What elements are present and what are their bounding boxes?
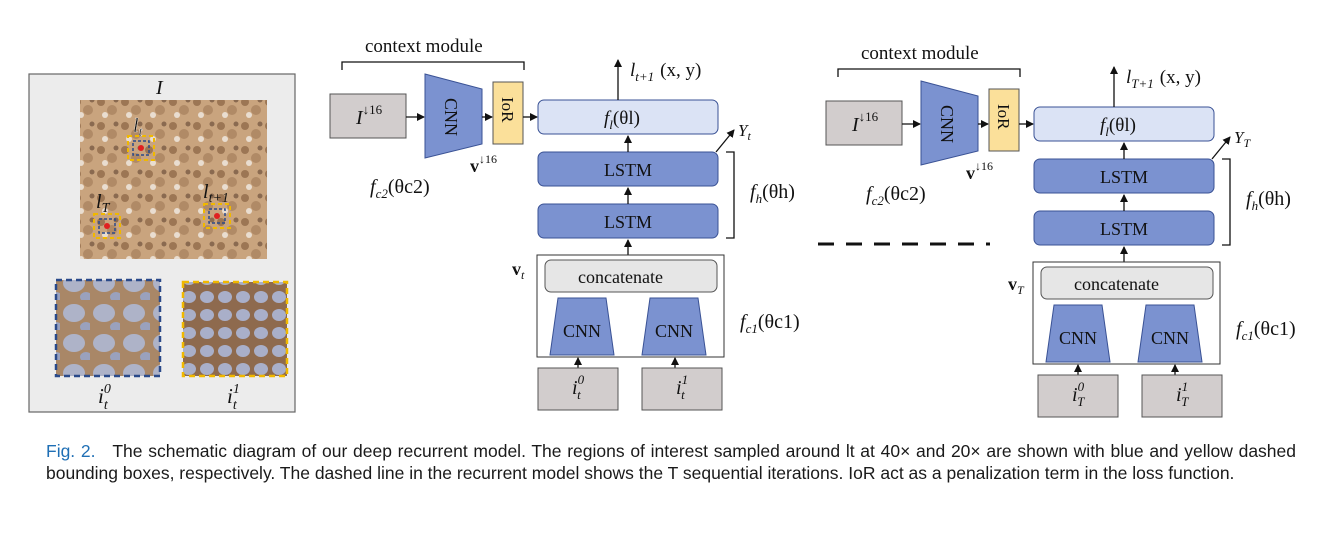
ior-box (492, 81, 524, 145)
label-lt: lt (133, 115, 144, 140)
patch-20x (181, 280, 289, 378)
ior-label: IoR (498, 97, 517, 123)
roi-box-lT (93, 213, 121, 239)
point-lt (138, 145, 144, 151)
glimpse-cnn-0-label: CNN (563, 321, 601, 341)
lstm-bottom-label: LSTM (604, 212, 652, 232)
arrow-lstm-y-T (1211, 136, 1231, 160)
fc1-label-T: fc1(θc1) (1236, 318, 1296, 343)
context-cnn-T (920, 80, 979, 166)
fc2-label: fc2(θc2) (370, 176, 430, 201)
fh-label-T: fh(θh) (1246, 188, 1291, 213)
context-bracket-T (837, 68, 1021, 77)
arrow-lstm-y (715, 129, 735, 153)
concat-box (544, 259, 718, 293)
lstm-top-label: LSTM (604, 160, 652, 180)
roi-inner-lt (132, 140, 150, 156)
fh-label: fh(θh) (750, 181, 795, 206)
ior-box-T (988, 88, 1020, 152)
right-model: context module I↓16 CNN IoR v↓16 fc2(θc2… (825, 43, 1296, 418)
figure-caption-label: Fig. 2. (46, 441, 96, 461)
y-label-T: YT (1234, 128, 1251, 150)
fh-bracket (726, 151, 735, 239)
context-module-label: context module (365, 36, 483, 57)
glimpse-cnn-1-T (1137, 304, 1203, 363)
vT-label: vT (1008, 274, 1025, 297)
downsampled-input-label: I↓16 (355, 102, 383, 129)
figure-caption: Fig. 2. The schematic diagram of our dee… (46, 440, 1296, 484)
fl-box-T (1033, 106, 1215, 142)
context-cnn-label: CNN (441, 98, 461, 136)
context-cnn-label-T: CNN (937, 105, 957, 143)
glimpse-cnn-0-T (1045, 304, 1111, 363)
input-patch-0-T (1037, 374, 1119, 418)
v16-label-T: v↓16 (966, 159, 993, 183)
lstm-top-label-T: LSTM (1100, 167, 1148, 187)
fl-box (537, 99, 719, 135)
figure-caption-text: The schematic diagram of our deep recurr… (46, 441, 1296, 483)
context-cnn (424, 73, 483, 159)
y-label: Yt (738, 121, 751, 143)
fc2-label-T: fc2(θc2) (866, 183, 926, 208)
fc1-label: fc1(θc1) (740, 311, 800, 336)
v16-label: v↓16 (470, 152, 497, 176)
point-lt1 (214, 213, 220, 219)
roi-inner-lt1 (208, 208, 226, 224)
input-patch-1 (641, 367, 723, 411)
vt-label: vt (512, 259, 525, 282)
input-patch-0 (537, 367, 619, 411)
fl-label: fl(θl) (604, 108, 640, 132)
wsi-thumbnail (80, 100, 267, 259)
output-label: lt+1(x, y) (630, 60, 701, 84)
input-patch-1-T (1141, 374, 1223, 418)
roi-box-lt1 (203, 203, 231, 229)
left-model: context module I↓16 CNN IoR v↓16 fc2(θc2… (329, 36, 800, 411)
glimpse-cnn-1-label: CNN (655, 321, 693, 341)
downsampled-input-label-T: I↓16 (851, 109, 879, 136)
context-module-label-T: context module (861, 43, 979, 64)
image-label: I (155, 77, 164, 99)
downsampled-input-T (825, 100, 903, 146)
glimpse-cnn-1 (641, 297, 707, 356)
label-lt1: lt+1 (203, 181, 229, 206)
glimpse-cnn-0-label-T: CNN (1059, 328, 1097, 348)
concat-box-T (1040, 266, 1214, 300)
downsampled-input (329, 93, 407, 139)
concat-label-T: concatenate (1074, 274, 1159, 294)
roi-box-lt (127, 135, 155, 161)
fh-bracket-T (1222, 158, 1231, 246)
concat-label: concatenate (578, 267, 663, 287)
glimpse-cnn-0 (549, 297, 615, 356)
output-label-T: lT+1(x, y) (1126, 67, 1201, 91)
glimpse-cnn-1-label-T: CNN (1151, 328, 1189, 348)
fl-label-T: fl(θl) (1100, 115, 1136, 139)
lstm-bottom-label-T: LSTM (1100, 219, 1148, 239)
roi-inner-lT (98, 218, 116, 234)
label-lT: lT (96, 191, 111, 216)
ior-label-T: IoR (994, 104, 1013, 130)
patch-40x (54, 278, 162, 378)
context-bracket (341, 61, 525, 70)
point-lT (104, 223, 110, 229)
